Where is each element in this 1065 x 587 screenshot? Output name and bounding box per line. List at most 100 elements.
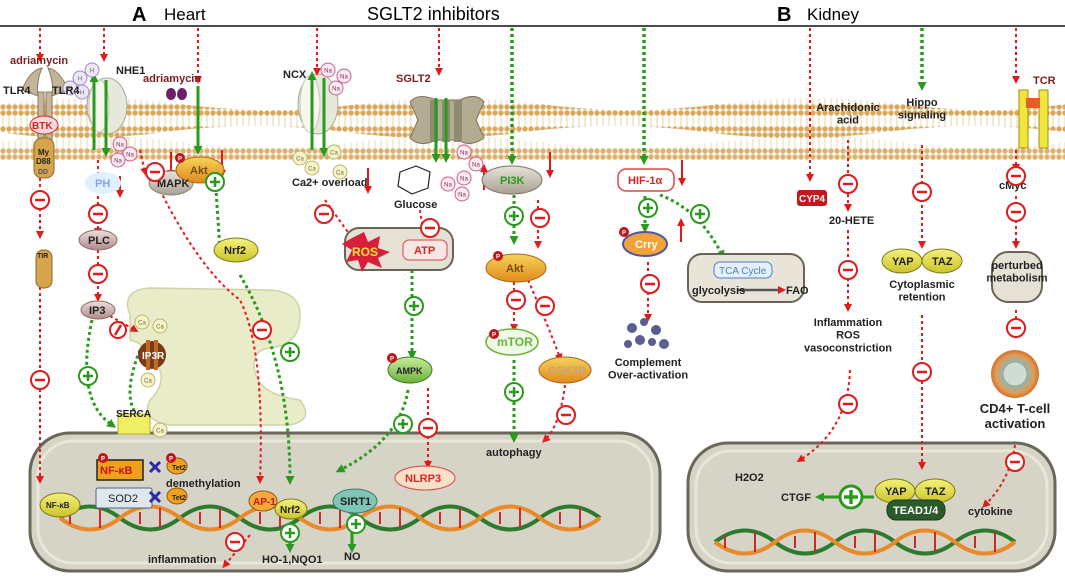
- inhibition-badge: [506, 290, 526, 310]
- panel-a-letter: A: [132, 4, 146, 26]
- na-ion: Na: [454, 186, 470, 202]
- h-ion: H: [62, 80, 78, 96]
- glycolysis-label: glycolysis: [692, 285, 745, 297]
- svg-text:P: P: [496, 255, 500, 261]
- svg-text:P: P: [101, 457, 105, 463]
- ho1-label: HO-1,NQO1: [262, 554, 323, 566]
- activation-badge: [404, 296, 424, 316]
- ph-label: PH: [95, 178, 110, 190]
- cytokine-label: cytokine: [968, 506, 1013, 518]
- na-ion: Na: [328, 80, 344, 96]
- na-ion: Na: [468, 156, 484, 172]
- inhibition-badge: [640, 274, 660, 294]
- na-ion: Na: [336, 68, 352, 84]
- h2o2-label: H2O2: [735, 472, 764, 484]
- phospho-marker: P: [493, 251, 503, 261]
- svg-text:Na: Na: [458, 193, 466, 199]
- tir-label: TIR: [37, 253, 48, 260]
- regulation-badges: [30, 162, 1026, 552]
- inflammation-label: inflammation: [148, 554, 217, 566]
- mapk-label: MAPK: [157, 178, 189, 190]
- tca-cycle-label: TCA Cycle: [719, 266, 767, 277]
- na-ion: Na: [456, 170, 472, 186]
- demethylation-crosses: [148, 460, 162, 504]
- panel-b-letter: B: [777, 4, 791, 26]
- labels: adriamycin TLR4 TLR4 BTK My D88 DD NHE1 …: [3, 55, 1056, 566]
- gsk3b-label: GSK3B: [548, 365, 586, 377]
- activation-badge: [78, 366, 98, 386]
- ros-label: ROS: [352, 245, 378, 259]
- sglt2-label: SGLT2: [396, 73, 431, 85]
- ctgf-label: CTGF: [781, 492, 811, 504]
- sirt1-label: SIRT1: [340, 496, 371, 508]
- tet2-label-b: Tet2: [172, 495, 186, 502]
- phospho-marker: P: [489, 329, 499, 339]
- nucleus-a-nodes: [39, 457, 378, 520]
- tead-label: TEAD1/4: [893, 505, 939, 517]
- na-ion: Na: [112, 136, 128, 152]
- inhibition-badge: [1006, 166, 1026, 186]
- svg-text:Ca: Ca: [296, 157, 304, 163]
- inhibition-badge: [225, 532, 245, 552]
- svg-text:H: H: [78, 77, 82, 83]
- inhibition-badge: [145, 162, 165, 182]
- ca-ion: Ca: [152, 318, 168, 334]
- svg-text:Ca: Ca: [308, 167, 316, 173]
- ca-ion: Ca: [332, 164, 348, 180]
- ca-ion: Ca: [304, 160, 320, 176]
- ca-ion: Ca: [140, 372, 156, 388]
- inhibition-badge: [556, 405, 576, 425]
- phospho-marker: P: [387, 353, 397, 363]
- nlrp3-label: NLRP3: [405, 473, 441, 485]
- demethylation-label: demethylation: [166, 478, 241, 490]
- myd88-label-b: D88: [36, 157, 51, 166]
- na-ion: Na: [122, 146, 138, 162]
- na-ion: Na: [440, 176, 456, 192]
- activation-badge: [838, 484, 864, 510]
- activation-badge: [504, 206, 524, 226]
- inhibition-badge: [30, 190, 50, 210]
- h-ion: H: [84, 62, 100, 78]
- svg-text:Na: Na: [114, 159, 122, 165]
- svg-text:Na: Na: [126, 153, 134, 159]
- inhibition-badge: [838, 394, 858, 414]
- tlr4-label-right: TLR4: [52, 85, 80, 97]
- svg-text:P: P: [390, 357, 394, 363]
- phospho-marker: P: [619, 227, 629, 237]
- inhibition-badge: [838, 260, 858, 280]
- inhibition-badge: [314, 204, 334, 224]
- tcr-receptor: [1018, 89, 1049, 149]
- svg-text:Ca: Ca: [330, 151, 338, 157]
- inhibition-badge: [30, 370, 50, 390]
- svg-text:Na: Na: [340, 75, 348, 81]
- myd88-label-a: My: [38, 148, 50, 157]
- yap-label: YAP: [892, 256, 914, 268]
- phospho-marker: P: [175, 153, 185, 163]
- na-ion: Na: [110, 152, 126, 168]
- svg-text:Ca: Ca: [138, 321, 146, 327]
- svg-text:Ca: Ca: [156, 325, 164, 331]
- ca-ion: Ca: [292, 150, 308, 166]
- nucleus-kidney: [686, 441, 1057, 573]
- ca-ion: Ca: [152, 422, 168, 438]
- svg-text:H: H: [68, 87, 72, 93]
- nfkb-label: NF-κB: [100, 465, 132, 477]
- plc-label: PLC: [88, 235, 110, 247]
- panel-b-title: Kidney: [807, 5, 859, 24]
- tlr4-label-left: TLR4: [3, 85, 31, 97]
- mtor-label: mTOR: [497, 335, 533, 349]
- inhibition-badge: [418, 418, 438, 438]
- inhibition-badge: [88, 264, 108, 284]
- myd88-label-c: DD: [38, 169, 48, 176]
- activation-badge: [690, 204, 710, 224]
- svg-text:P: P: [622, 231, 626, 237]
- inhibition-badge: [912, 182, 932, 202]
- center-title: SGLT2 inhibitors: [367, 4, 500, 24]
